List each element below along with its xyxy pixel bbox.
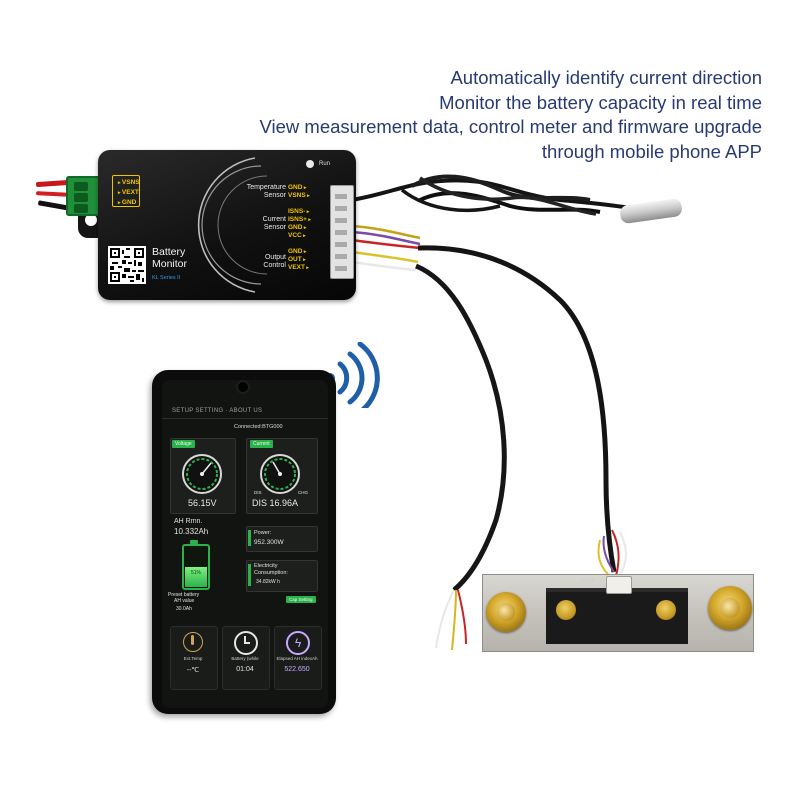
- current-dis-label: DIS: [254, 490, 262, 495]
- clock-icon: [234, 631, 258, 655]
- ext-temp-value: --℃: [186, 667, 200, 674]
- tab-divider: [162, 418, 328, 419]
- shunt-bolt-right: [708, 586, 752, 630]
- pin-label: VEXT: [288, 264, 309, 272]
- pin-label: ISNS+: [288, 216, 311, 224]
- temperature-sensor-pins: GND VSNS: [288, 184, 310, 200]
- pin-label: OUT: [288, 256, 309, 264]
- output-control-label: Output Control: [222, 254, 286, 270]
- power-accent: [248, 530, 251, 546]
- clock-hand: [244, 636, 246, 643]
- headline-line-3: View measurement data, control meter and…: [259, 116, 763, 137]
- preset-label-line-2: AH value: [174, 598, 195, 604]
- headline-line-1: Automatically identify current direction: [450, 67, 762, 88]
- headline-line-4: through mobile phone APP: [541, 140, 762, 162]
- device-title-line-1: Battery: [152, 246, 186, 258]
- pin-label: ISNS-: [288, 208, 311, 216]
- pin-label: VCC: [288, 232, 311, 240]
- group-label-line: Sensor: [263, 224, 286, 231]
- group-label-line: Output: [264, 254, 286, 261]
- clock-hand: [244, 642, 250, 644]
- pin-label: GND: [288, 224, 311, 232]
- ah-remaining-value: 10.332Ah: [174, 527, 209, 536]
- app-tabs[interactable]: SETUP SETTING · ABOUT US: [172, 408, 263, 414]
- pin-label: GND: [288, 248, 309, 256]
- headline-line-2: Monitor the battery capacity in real tim…: [439, 91, 762, 113]
- voltage-tag: Voltage: [172, 440, 195, 448]
- voltage-value: 56.15V: [188, 498, 217, 508]
- current-chg-label: CHG: [298, 490, 308, 495]
- run-indicator-led: [306, 160, 314, 168]
- feature-headline: Automatically identify current direction…: [260, 66, 763, 164]
- lightning-icon: ϟ: [286, 631, 310, 655]
- screw-terminal: [66, 176, 100, 216]
- pin-vsns: VSNS: [118, 178, 140, 188]
- output-control-pins: GND OUT VEXT: [288, 248, 309, 272]
- battery-cap: [190, 540, 198, 544]
- power-panel: [246, 526, 318, 552]
- connection-status: Connected:BTG000: [234, 424, 283, 430]
- cap-setting-button[interactable]: Cap Setting: [286, 596, 316, 603]
- electricity-panel: [246, 560, 318, 592]
- qr-code: [108, 246, 146, 284]
- electricity-label-line-2: Consumption:: [254, 569, 288, 576]
- power-value: 952.300W: [254, 539, 284, 546]
- preset-battery-value: 30.0Ah: [176, 606, 192, 612]
- shunt-bolt-left: [486, 592, 526, 632]
- shunt-screw-left: [556, 600, 576, 620]
- battery-time-value: 01:04: [236, 666, 254, 673]
- current-sensor-label: Current Sensor: [222, 216, 286, 232]
- ah-remaining-label: AH Rmn.: [174, 518, 203, 525]
- consumption-value: 34.82kW h: [256, 579, 280, 585]
- preset-battery-label: Preset battery AH value: [168, 592, 199, 604]
- voltage-gauge: [182, 454, 222, 494]
- device-connector: [330, 185, 354, 279]
- device-title: Battery Monitor: [152, 246, 187, 270]
- thermometer-bar: [191, 635, 194, 645]
- group-label-line: Current: [262, 216, 286, 223]
- power-label: Power:: [254, 530, 272, 536]
- battery-level-fill: [185, 567, 207, 587]
- front-camera: [238, 382, 248, 392]
- electricity-label: Electricity Consumption:: [254, 563, 288, 576]
- elapsed-ah-value: 522.650: [284, 666, 310, 673]
- group-label-line: Sensor: [263, 192, 286, 199]
- group-label-line: Control: [263, 262, 286, 269]
- electricity-label-line-1: Electricity: [254, 563, 278, 569]
- pin-gnd: GND: [118, 198, 140, 208]
- shunt-connector: [606, 576, 632, 594]
- battery-time-label: Battery (while: [231, 656, 259, 661]
- device-decor-arcs: [197, 157, 268, 293]
- preset-label-line-1: Preset battery: [168, 592, 200, 598]
- pin-label: GND: [288, 184, 310, 192]
- current-tag: Current: [250, 440, 273, 448]
- electricity-accent: [248, 564, 251, 586]
- run-label: Run: [319, 161, 331, 167]
- ext-temp-label: Ext.Temp: [183, 656, 203, 661]
- current-gauge: [260, 454, 300, 494]
- pin-vext: VEXT: [118, 188, 140, 198]
- group-label-line: Temperature: [246, 184, 286, 191]
- temperature-sensor-label: Temperature Sensor: [222, 184, 286, 200]
- shunt-screw-right: [656, 600, 676, 620]
- device-title-line-2: Monitor: [152, 258, 188, 270]
- battery-percent: 51%: [190, 570, 201, 576]
- app-screen: SETUP SETTING · ABOUT US Connected:BTG00…: [162, 380, 328, 708]
- pin-label: VSNS: [288, 192, 310, 200]
- shunt-connector-label: 4-GND: [581, 578, 596, 583]
- thermometer-icon: [183, 632, 203, 652]
- current-sensor-pins: ISNS- ISNS+ GND VCC: [288, 208, 311, 240]
- current-value: DIS 16.96A: [252, 498, 299, 508]
- input-pin-labels: VSNS VEXT GND: [118, 178, 140, 208]
- device-series: KL Series II: [152, 275, 181, 281]
- elapsed-ah-label: Elapsed AH indexAh: [276, 656, 318, 661]
